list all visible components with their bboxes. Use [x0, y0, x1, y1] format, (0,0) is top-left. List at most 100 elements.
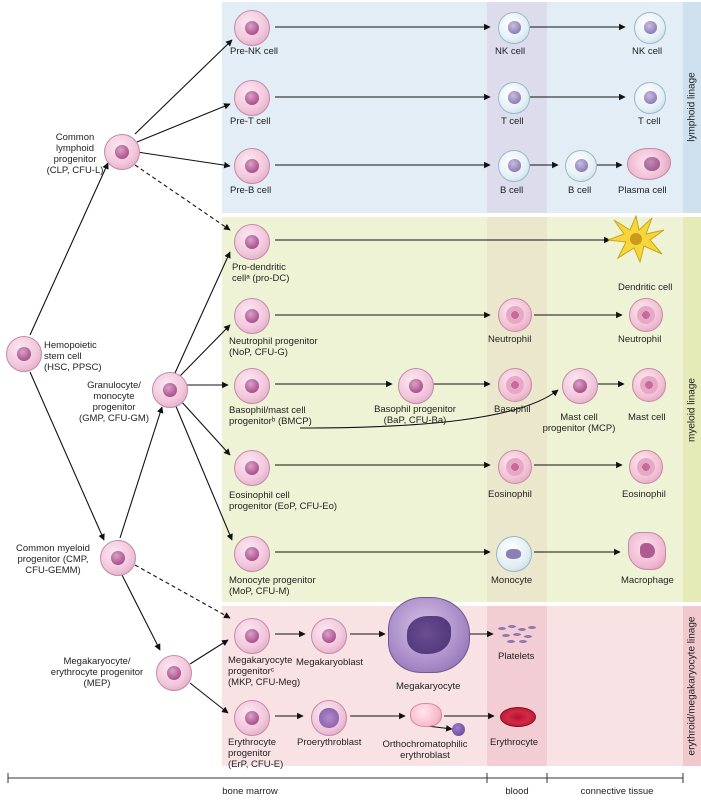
pre-nk-label: Pre-NK cell — [230, 46, 279, 57]
megakaryocyte-cell — [388, 597, 470, 673]
arrow-hsc-cmp — [29, 371, 105, 541]
b-cell-blood — [498, 150, 530, 182]
lymphoid-lineage-label: lymphoid linage — [686, 72, 698, 142]
nop-label: Neutrophil progenitor (NoP, CFU-G) — [229, 336, 318, 358]
mep-cell — [156, 655, 192, 691]
gmp-cell — [152, 372, 188, 408]
blood-column-erythroid — [487, 606, 547, 766]
nk-blood-label: NK cell — [495, 46, 526, 57]
plasma-label: Plasma cell — [618, 185, 667, 196]
monocyte-label: Monocyte — [491, 575, 533, 586]
clp-cell — [104, 134, 140, 170]
mast-cell — [632, 368, 666, 402]
eop-cell — [234, 450, 270, 486]
plasma-cell — [627, 148, 671, 180]
clp-label: Common lymphoid progenitor (CLP, CFU-L) — [46, 132, 104, 176]
platelets-label: Platelets — [498, 651, 535, 662]
cmp-label: Common myeloid progenitor (CMP, CFU-GEMM… — [16, 543, 90, 576]
bmcp-label: Basophil/mast cell progenitorᵇ (BMCP) — [229, 405, 312, 427]
arrow-clp-prodc — [134, 164, 231, 231]
mcp-label: Mast cell progenitor (MCP) — [542, 412, 616, 434]
bap-cell — [398, 368, 434, 404]
proerythroblast-cell — [311, 700, 347, 736]
arrow-clp-prenk — [134, 39, 233, 135]
t-cell-ct — [634, 82, 666, 114]
pro-dc-label: Pro-dendritic cellᵃ (pro-DC) — [232, 262, 290, 284]
erythroid-strip — [683, 606, 701, 766]
arrow-clp-pret — [136, 103, 231, 143]
erp-cell — [234, 700, 270, 736]
platelets-cluster — [498, 625, 538, 645]
arrow-gmp-prodc — [174, 251, 231, 374]
arrow-bmcp-mcp — [299, 389, 559, 429]
megakaryoblast-cell — [311, 618, 347, 654]
neutrophil-blood-label: Neutrophil — [488, 334, 532, 345]
erythrocyte-cell — [500, 707, 536, 727]
mkp-cell — [234, 618, 270, 654]
arrow-cmp-mep — [121, 574, 161, 651]
mep-label: Megakaryocyte/ erythrocyte progenitor (M… — [50, 656, 144, 689]
hsc-cell — [6, 336, 42, 372]
arrow-cmp-gmp — [119, 406, 164, 539]
dendritic-label: Dendritic cell — [618, 282, 673, 293]
extruded-nucleus — [452, 723, 465, 736]
myeloid-panel — [222, 217, 683, 602]
macrophage-cell — [628, 532, 666, 570]
orthochromatophilic-cell — [410, 703, 442, 727]
mop-cell — [234, 536, 270, 572]
nk-ct-label: NK cell — [632, 46, 663, 57]
nk-cell-ct — [634, 12, 666, 44]
arrow-mep-mkp — [189, 639, 229, 665]
megakaryocyte-label: Megakaryocyte — [396, 681, 461, 692]
neutrophil-ct-cell — [629, 298, 663, 332]
b-cell-ct — [565, 150, 597, 182]
mkp-label: Megakaryocyte progenitorᶜ (MKP, CFU-Meg) — [228, 655, 301, 688]
myeloid-lineage-label: myeloid linage — [686, 378, 698, 442]
basophil-cell — [498, 368, 532, 402]
nop-cell — [234, 298, 270, 334]
lymphoid-strip — [683, 2, 701, 213]
pre-nk-cell — [234, 10, 270, 46]
arrow-hsc-clp — [29, 162, 109, 336]
eosinophil-ct-label: Eosinophil — [622, 489, 666, 500]
monocyte-cell — [496, 536, 532, 572]
arrow-gmp-mop — [174, 403, 233, 541]
bmcp-cell — [234, 368, 270, 404]
mcp-cell — [562, 368, 598, 404]
eosinophil-ct-cell — [629, 450, 663, 484]
t-blood-label: T cell — [501, 116, 524, 127]
basophil-label: Basophil — [494, 404, 531, 415]
neutrophil-blood-cell — [498, 298, 532, 332]
arrow-cmp-mkp — [134, 564, 231, 619]
myeloid-strip — [683, 217, 701, 602]
blood-label: blood — [505, 786, 529, 797]
erythroid-lineage-label: erythroid/megakaryocyte linage — [686, 616, 698, 756]
neutrophil-ct-label: Neutrophil — [618, 334, 662, 345]
pre-t-cell — [234, 80, 270, 116]
pre-b-label: Pre-B cell — [230, 185, 272, 196]
cmp-cell — [100, 540, 136, 576]
bap-label: Basophil progenitor (BaP, CFU-Ba) — [374, 404, 456, 426]
arrow-mep-erp — [189, 682, 229, 714]
pre-b-cell — [234, 148, 270, 184]
region-bracket — [7, 773, 684, 783]
arrow-gmp-nop — [179, 324, 231, 377]
erp-label: Erythrocyte progenitor (ErP, CFU-E) — [228, 737, 284, 770]
hsc-label: Hemopoietic stem cell (HSC, PPSC) — [44, 340, 102, 373]
mop-label: Monocyte progenitor (MoP, CFU-M) — [229, 575, 316, 597]
arrow-clp-preb — [136, 151, 231, 169]
lymphoid-panel — [222, 2, 683, 213]
eosinophil-blood-cell — [498, 450, 532, 484]
erythrocyte-label: Erythrocyte — [490, 737, 539, 748]
gmp-label: Granulocyte/ monocyte progenitor (GMP, C… — [78, 380, 149, 424]
t-cell-blood — [498, 82, 530, 114]
mast-label: Mast cell — [628, 412, 666, 423]
eosinophil-blood-label: Eosinophil — [488, 489, 532, 500]
b-ct-label: B cell — [568, 185, 592, 196]
t-ct-label: T cell — [638, 116, 661, 127]
dendritic-cell — [607, 214, 665, 264]
ortho-label: Orthochromatophilic erythroblast — [382, 739, 468, 761]
connective-tissue-label: connective tissue — [580, 786, 654, 797]
